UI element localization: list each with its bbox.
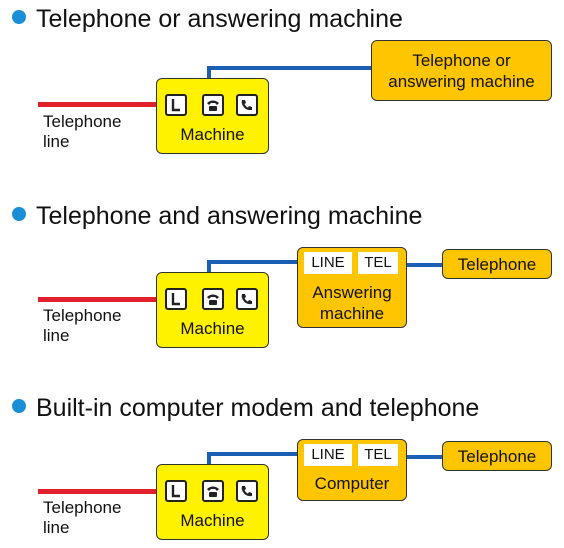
machine-1: Machine — [156, 78, 269, 154]
extension-phone-icon — [202, 288, 224, 310]
handset-icon — [236, 288, 258, 310]
extension-phone-icon — [202, 94, 224, 116]
device-1-label: Telephone or answering machine — [388, 50, 535, 91]
machine-3-label: Machine — [180, 511, 245, 530]
telephone-line-2-label-line1: Telephone — [43, 306, 122, 325]
device-3-label: Telephone — [457, 446, 537, 466]
line-port-label: LINE — [304, 444, 352, 466]
line-port-icon — [165, 94, 187, 116]
telephone-line-3-label-line2: line — [43, 518, 70, 537]
extension-wire-1-horizontal — [207, 66, 371, 70]
answering-machine-box: LINE TEL Answering machine — [297, 247, 407, 328]
machine-2: Machine — [156, 272, 269, 348]
telephone-line-2-label: Telephone line — [43, 306, 121, 346]
computer-label: Computer — [314, 474, 390, 493]
machine-1-label: Machine — [180, 125, 245, 144]
section-1-heading: Telephone or answering machine — [12, 5, 403, 33]
machine-2-label: Machine — [180, 319, 245, 338]
line-port-label: LINE — [304, 252, 352, 274]
machine-3: Machine — [156, 464, 269, 540]
extension-wire-3b — [405, 455, 443, 459]
bullet-icon — [12, 10, 26, 24]
telephone-line-2-label-line2: line — [43, 326, 70, 345]
telephone-line-3-label: Telephone line — [43, 498, 121, 538]
telephone-line-3 — [38, 489, 157, 494]
section-1-title: Telephone or answering machine — [36, 5, 403, 33]
device-telephone-3: Telephone — [442, 441, 552, 471]
device-2-label: Telephone — [457, 254, 537, 274]
telephone-line-3-label-line1: Telephone — [43, 498, 122, 517]
handset-icon — [236, 94, 258, 116]
extension-wire-2-horizontal — [207, 260, 299, 264]
bullet-icon — [12, 207, 26, 221]
section-2-title: Telephone and answering machine — [36, 202, 423, 230]
bullet-icon — [12, 399, 26, 413]
section-3-heading: Built-in computer modem and telephone — [12, 394, 479, 422]
telephone-line-1-label-line2: line — [43, 132, 70, 151]
section-3-title: Built-in computer modem and telephone — [36, 394, 480, 422]
section-2-heading: Telephone and answering machine — [12, 202, 422, 230]
device-telephone-or-answering-machine: Telephone or answering machine — [371, 40, 552, 101]
extension-phone-icon — [202, 480, 224, 502]
telephone-line-1-label-line1: Telephone — [43, 112, 122, 131]
device-telephone-2: Telephone — [442, 249, 552, 279]
telephone-line-1-label: Telephone line — [43, 112, 121, 152]
telephone-line-2 — [38, 297, 157, 302]
handset-icon — [236, 480, 258, 502]
extension-wire-2b — [405, 263, 443, 267]
telephone-line-1 — [38, 102, 157, 107]
line-port-icon — [165, 288, 187, 310]
tel-port-label: TEL — [358, 252, 398, 274]
extension-wire-3-horizontal — [207, 452, 299, 456]
answering-machine-label: Answering machine — [312, 283, 392, 323]
tel-port-label: TEL — [358, 444, 398, 466]
line-port-icon — [165, 480, 187, 502]
computer-box: LINE TEL Computer — [297, 439, 407, 501]
